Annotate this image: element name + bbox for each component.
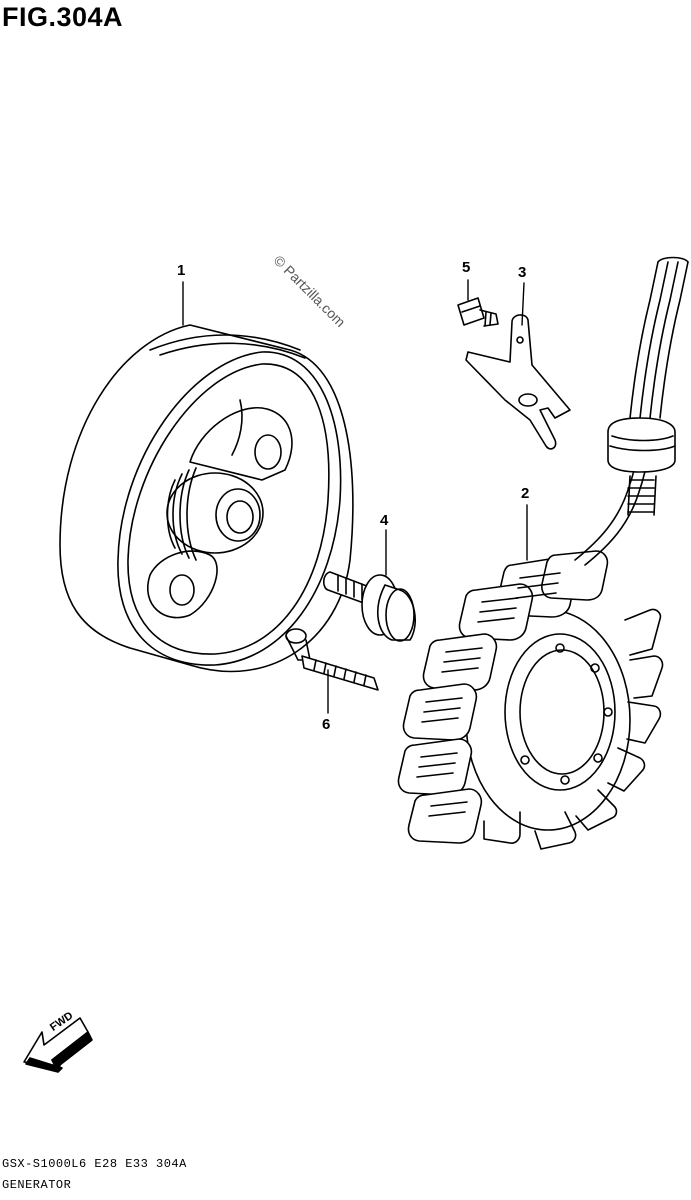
callout-4: 4: [380, 512, 389, 529]
callout-leaders: [183, 280, 527, 713]
rotor-part: [60, 325, 353, 671]
callout-6: 6: [322, 716, 331, 733]
callout-2: 2: [521, 485, 530, 502]
fwd-arrow-icon: [24, 1018, 92, 1072]
model-code-text: GSX-S1000L6 E28 E33 304A: [2, 1157, 187, 1171]
callout-5: 5: [462, 259, 471, 276]
small-bolt-part: [458, 298, 498, 326]
long-screw-part: [286, 629, 378, 690]
section-name-text: GENERATOR: [2, 1178, 72, 1192]
callout-1: 1: [177, 262, 186, 279]
clamp-bracket-part: [466, 315, 570, 449]
stator-part: [398, 258, 688, 850]
figure-title: FIG.304A: [2, 2, 124, 32]
callout-3: 3: [518, 264, 527, 281]
bolt-flange-part: [324, 572, 415, 641]
